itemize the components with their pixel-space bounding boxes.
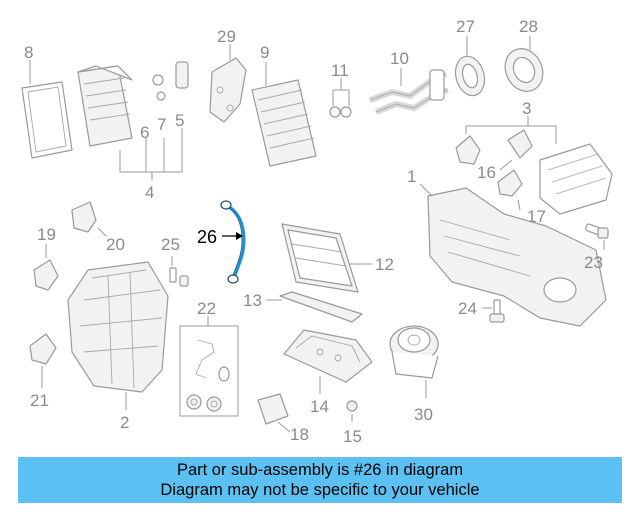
banner-line-2: Diagram may not be specific to your vehi…	[160, 481, 480, 499]
part-3-actuators: 3 16 17	[455, 99, 557, 226]
part-19-bracket: 19	[33, 225, 59, 291]
callout-29: 29	[217, 27, 236, 46]
callout-6: 6	[140, 123, 149, 142]
callout-16: 16	[477, 163, 496, 182]
part-9-cabin-filter: 9	[251, 43, 317, 167]
part-13-seal: 13	[243, 291, 363, 323]
callout-1: 1	[407, 167, 416, 186]
callout-5: 5	[175, 111, 184, 130]
part-12-filter: 12	[281, 223, 394, 293]
callout-15: 15	[343, 427, 362, 446]
part-24-screw: 24	[458, 299, 505, 323]
callout-14: 14	[310, 397, 329, 416]
callout-24: 24	[458, 299, 477, 318]
callout-27: 27	[456, 17, 475, 36]
callout-25: 25	[161, 235, 180, 254]
banner-line-1: Part or sub-assembly is #26 in diagram	[176, 461, 464, 479]
part-10-pipe: 10	[368, 49, 449, 115]
part-27-gasket: 27	[454, 17, 486, 97]
callout-13: 13	[243, 291, 262, 310]
callout-3: 3	[522, 99, 531, 118]
part-8-filter-frame: 8	[21, 43, 73, 159]
part-14-tray: 14	[283, 329, 373, 416]
part-4-evaporator: 4 6 7 5	[77, 61, 189, 202]
callout-19: 19	[37, 225, 56, 244]
callout-8: 8	[24, 43, 33, 62]
callout-2: 2	[120, 413, 129, 432]
part-2-lower-housing: 2	[67, 261, 169, 432]
callout-18: 18	[290, 425, 309, 444]
part-29-bracket: 29	[209, 27, 247, 123]
part-25-clip: 25	[161, 235, 189, 287]
part-22-kit: 22	[179, 299, 239, 417]
part-30-blower-motor: 30	[389, 325, 439, 424]
part-23-screw: 23	[584, 223, 609, 272]
part-21-bracket: 21	[29, 333, 57, 410]
callout-21: 21	[30, 391, 49, 410]
callout-17: 17	[527, 207, 546, 226]
callout-20: 20	[106, 235, 125, 254]
callout-22: 22	[197, 299, 216, 318]
callout-23: 23	[584, 253, 603, 272]
callout-30: 30	[414, 405, 433, 424]
part-26-drain-hose: 26	[197, 200, 246, 284]
callout-12: 12	[375, 255, 394, 274]
part-11-clips: 11	[329, 61, 352, 118]
info-banner: Part or sub-assembly is #26 in diagram D…	[18, 457, 622, 503]
part-18-module: 18	[257, 393, 309, 444]
callout-4: 4	[145, 183, 154, 202]
part-20-bracket: 20	[71, 201, 125, 254]
callout-11: 11	[331, 61, 349, 80]
callout-26: 26	[197, 227, 217, 247]
part-15-bolt: 15	[343, 400, 362, 446]
part-28-gasket: 28	[504, 17, 544, 92]
callout-7: 7	[157, 115, 166, 134]
callout-28: 28	[519, 17, 538, 36]
callout-10: 10	[390, 49, 409, 68]
parts-diagram: 8 4 6 7 5 29 9	[21, 17, 613, 446]
part-1-hvac-housing: 1	[407, 143, 613, 327]
callout-9: 9	[260, 43, 269, 62]
